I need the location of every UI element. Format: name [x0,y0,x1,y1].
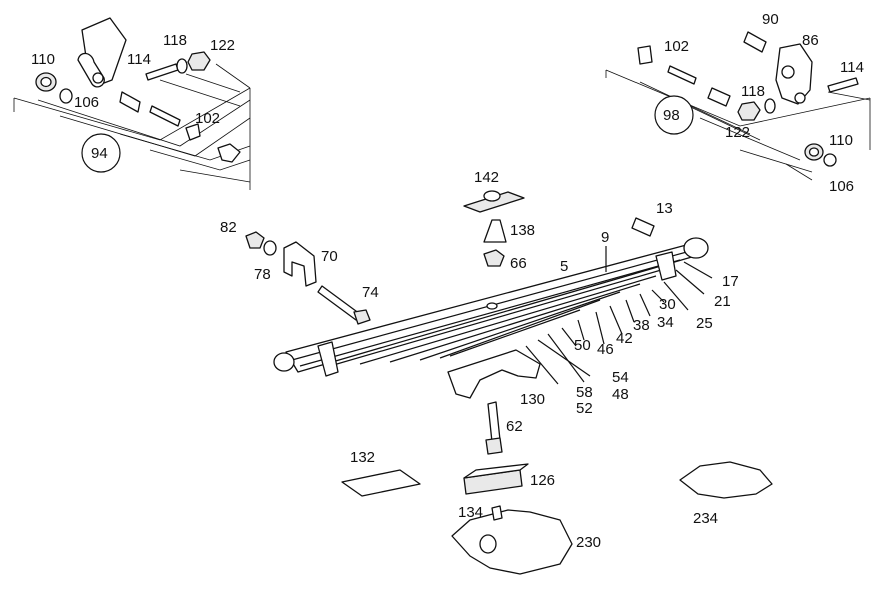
clamp-70 [283,241,317,287]
center-hardware [245,190,655,325]
label-110-left: 110 [31,51,55,68]
bushing-left [119,91,141,113]
label-102-left: 102 [195,110,220,127]
label-142: 142 [474,169,499,186]
label-9: 9 [601,229,609,246]
label-21: 21 [714,293,731,310]
spring-eye-right [683,237,709,259]
label-70: 70 [321,248,338,265]
bottom-parts [341,461,773,575]
label-114-right: 114 [840,59,864,76]
label-130: 130 [520,391,545,408]
group-98 [605,31,871,181]
label-78: 78 [254,266,271,283]
washer-118-right [764,98,776,114]
label-38: 38 [633,317,650,334]
label-66: 66 [510,255,527,272]
bushing-90 [743,31,767,53]
label-106-right: 106 [829,178,854,195]
pin-left [149,105,181,127]
grease-nipple-102-right [637,45,653,65]
label-54: 54 [612,369,629,386]
label-62: 62 [506,418,523,435]
label-17: 17 [722,273,739,290]
bump-stop-138 [483,219,507,243]
label-25: 25 [696,315,713,332]
nut-66 [483,249,505,267]
callout-98 [654,95,694,135]
label-110-right: 110 [829,132,853,149]
label-86: 86 [802,32,819,49]
label-5: 5 [560,258,568,275]
washer-118-left [176,58,188,74]
label-94: 94 [91,145,108,162]
pin-114-right [827,77,859,93]
label-132: 132 [350,449,375,466]
group-94 [13,17,251,190]
callout-labels: 90 86 102 114 118 98 122 110 106 110 118… [31,11,864,551]
saddle-130 [447,349,541,399]
label-134: 134 [458,504,483,521]
plate-132 [341,469,421,497]
label-126: 126 [530,472,555,489]
label-118-right: 118 [741,83,765,100]
label-234: 234 [693,510,718,527]
leaf-spring [273,237,709,455]
bolt-74 [317,285,361,321]
pin-right [667,65,697,85]
label-46: 46 [597,341,614,358]
label-52: 52 [576,400,593,417]
label-48: 48 [612,386,629,403]
label-13: 13 [656,200,673,217]
label-74: 74 [362,284,379,301]
bushing-134 [491,505,503,521]
spring-seat-234 [679,461,773,499]
bushing-13 [631,217,655,237]
nut-122-right [737,101,761,121]
label-122-left: 122 [210,37,235,54]
label-50: 50 [574,337,591,354]
label-102-right: 102 [664,38,689,55]
bushing-106-right [823,153,837,167]
bushing-right [707,87,731,107]
label-118-left: 118 [163,32,187,49]
washer-78 [263,240,277,256]
spring-eye-left [273,352,295,372]
leaf-clamp-right [655,251,677,281]
label-42: 42 [616,330,633,347]
label-58: 58 [576,384,593,401]
label-106-left: 106 [74,94,99,111]
label-90: 90 [762,11,779,28]
leader-lines [525,246,713,385]
label-114-left: 114 [127,51,151,68]
leaf-clamp-left [317,341,339,377]
label-98: 98 [663,107,680,124]
label-122-right: 122 [725,124,750,141]
bolt-62 [487,401,501,443]
label-82: 82 [220,219,237,236]
label-34: 34 [657,314,674,331]
callout-94 [81,133,121,173]
bushing-106-left [59,88,73,104]
label-138: 138 [510,222,535,239]
nut-82 [245,231,265,249]
nut-122-left [187,51,211,71]
label-30: 30 [659,296,676,313]
label-230: 230 [576,534,601,551]
grease-nipple-102-left [185,123,201,141]
